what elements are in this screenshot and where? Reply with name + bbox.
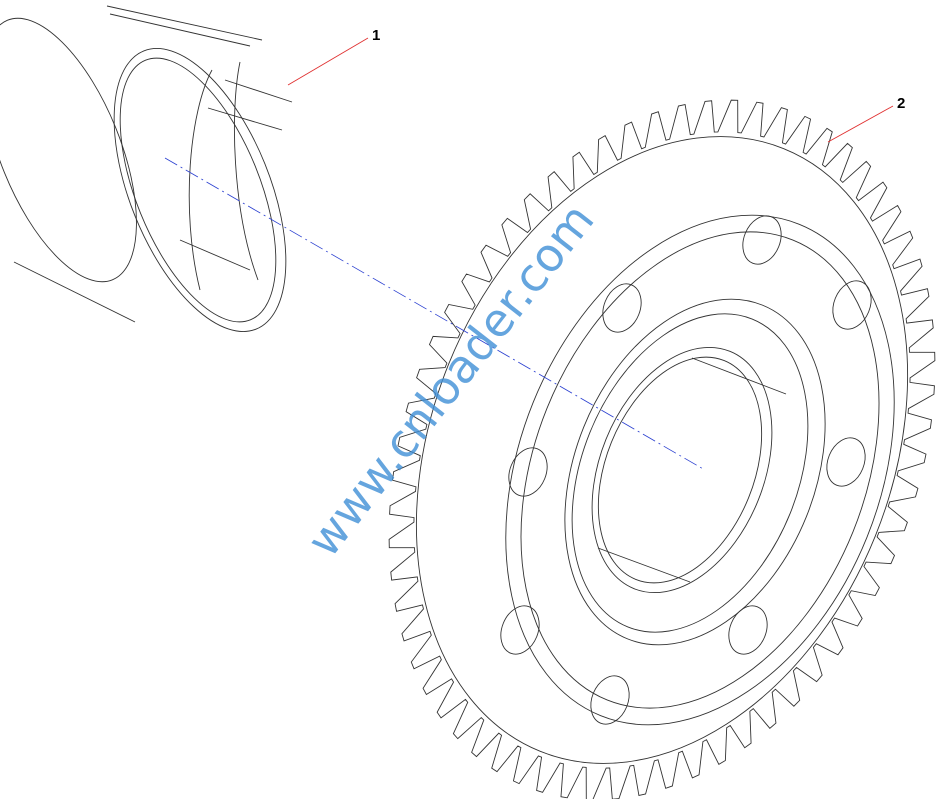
gear-teeth [388, 99, 936, 799]
callout-1: 1 [372, 27, 380, 44]
leader-line-2 [827, 105, 894, 143]
watermark: www.cnloader.com [296, 193, 604, 567]
gear-part [388, 99, 936, 799]
assembly-centerline [164, 157, 706, 471]
bolt-holes [500, 215, 872, 725]
sleeve-part [0, 5, 293, 332]
callout-2: 2 [897, 95, 905, 112]
leader-line-1 [287, 37, 369, 86]
